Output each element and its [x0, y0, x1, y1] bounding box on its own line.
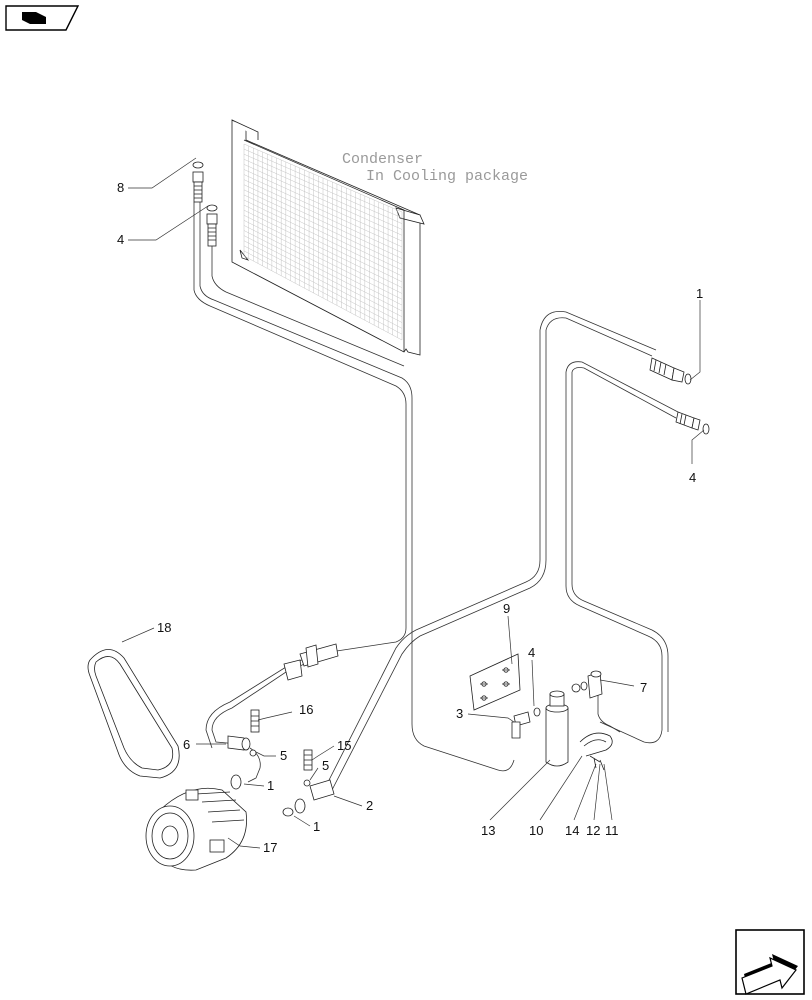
- condenser-tube: [243, 194, 403, 271]
- condenser-tube: [243, 159, 403, 230]
- condenser-tube: [243, 220, 403, 300]
- leader-lines: [121, 157, 705, 849]
- o-ring-5-b: [303, 779, 311, 787]
- callout-10: 10: [529, 823, 543, 838]
- fitting-7: [571, 670, 603, 699]
- mounting-bracket: [469, 653, 521, 711]
- fitting-1-right: [649, 357, 692, 385]
- condenser-tube: [243, 235, 403, 317]
- callout-1-b: 1: [313, 819, 320, 834]
- condenser-tube: [243, 240, 403, 323]
- tee-fitting: [283, 643, 339, 681]
- callout-1-right: 1: [696, 286, 703, 301]
- clamp-10: [579, 732, 613, 771]
- callout-17: 17: [263, 840, 277, 855]
- callout-12: 12: [586, 823, 600, 838]
- condenser-tube: [243, 250, 403, 335]
- fitting-4-top: [206, 204, 218, 247]
- condenser-tube: [243, 204, 403, 283]
- condenser-tube: [243, 230, 403, 312]
- o-ring-1-a: [230, 774, 242, 790]
- callout-15: 15: [337, 738, 351, 753]
- callout-8: 8: [117, 180, 124, 195]
- fitting-6: [227, 735, 251, 751]
- callout-9: 9: [503, 601, 510, 616]
- condenser-tube: [243, 169, 403, 242]
- callout-2: 2: [366, 798, 373, 813]
- condenser-note-line2: In Cooling package: [366, 168, 528, 185]
- callout-14: 14: [565, 823, 579, 838]
- hoses: [193, 202, 679, 791]
- condenser-tube: [243, 148, 403, 219]
- fitting-4-right: [675, 411, 710, 435]
- callout-4-top: 4: [117, 232, 124, 247]
- condenser-tube: [243, 209, 403, 288]
- condenser-tube: [243, 153, 403, 224]
- condenser-tube: [243, 245, 403, 329]
- o-ring-4-mid: [533, 707, 541, 717]
- callout-5-b: 5: [322, 758, 329, 773]
- condenser-tube: [243, 215, 403, 294]
- o-ring-5-a: [249, 749, 257, 757]
- condenser-tube: [243, 225, 403, 306]
- callout-11: 11: [605, 823, 619, 838]
- condenser-tube: [243, 143, 403, 213]
- compressor: [145, 787, 247, 871]
- callout-16: 16: [299, 702, 313, 717]
- callout-4-mid: 4: [528, 645, 535, 660]
- fitting-16: [250, 709, 260, 733]
- fitting-2: [294, 779, 335, 814]
- callout-3: 3: [456, 706, 463, 721]
- drive-belt: [87, 649, 180, 779]
- callout-13: 13: [481, 823, 495, 838]
- condenser-tube: [243, 255, 403, 341]
- callouts: 8 4 1 4 9 4 7 3 18 16 6 5 15 5 1 2 1 17 …: [117, 180, 703, 855]
- condenser-tube: [243, 174, 403, 248]
- receiver-drier: [545, 690, 569, 767]
- callout-7: 7: [640, 680, 647, 695]
- previous-page-arrow-icon[interactable]: [735, 929, 805, 995]
- condenser-tube: [243, 189, 403, 265]
- condenser-note-line1: Condenser: [342, 151, 423, 168]
- callout-5-a: 5: [280, 748, 287, 763]
- condenser-tube: [243, 179, 403, 253]
- callout-4-right: 4: [689, 470, 696, 485]
- fitting-8: [192, 161, 204, 203]
- fitting-3: [511, 711, 531, 739]
- book-hand-icon[interactable]: [5, 5, 80, 31]
- callout-18: 18: [157, 620, 171, 635]
- condenser-tube: [243, 184, 403, 259]
- callout-1-a: 1: [267, 778, 274, 793]
- callout-6: 6: [183, 737, 190, 752]
- condenser-tube: [243, 164, 403, 236]
- fitting-15: [303, 749, 313, 771]
- condenser-tube: [243, 199, 403, 277]
- o-ring-1-b: [282, 807, 294, 817]
- condenser: [231, 119, 425, 356]
